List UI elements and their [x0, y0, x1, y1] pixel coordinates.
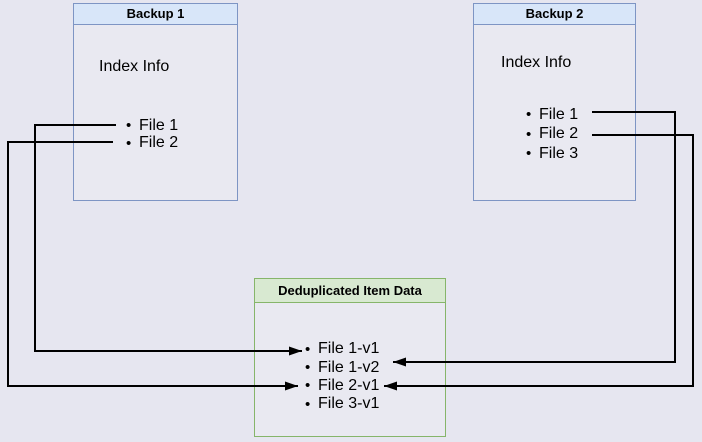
backup-2-index-info-label: Index Info: [501, 54, 572, 71]
bullet-icon: •: [526, 125, 532, 143]
file-label: File 1-v2: [318, 358, 380, 376]
node-backup-2-title: Backup 2: [474, 4, 635, 25]
list-item: • File 2: [126, 134, 179, 153]
backup-1-file-list: • File 1 • File 2: [126, 117, 178, 152]
node-backup-2: Backup 2 Index Info • File 1 • File 2 • …: [473, 3, 636, 201]
bullet-icon: •: [526, 145, 532, 163]
bullet-icon: •: [126, 117, 132, 135]
file-label: File 3-v1: [318, 395, 380, 413]
file-label: File 2-v1: [318, 376, 380, 394]
file-label: File 2: [139, 134, 179, 152]
node-deduplicated-item-data-title: Deduplicated Item Data: [255, 279, 445, 303]
list-item: • File 3-v1: [305, 395, 379, 413]
list-item: • File 2-v1: [305, 377, 379, 395]
file-label: File 3: [539, 144, 579, 162]
bullet-icon: •: [526, 106, 532, 124]
backup-1-index-info-label: Index Info: [99, 58, 170, 75]
backup-2-file-list: • File 1 • File 2 • File 3: [526, 105, 578, 164]
file-label: File 1: [539, 105, 579, 123]
file-label: File 1-v1: [318, 340, 380, 358]
list-item: • File 1: [526, 105, 578, 125]
list-item: • File 2: [526, 125, 578, 145]
node-backup-1: Backup 1 Index Info • File 1 • File 2: [73, 3, 238, 201]
list-item: • File 3: [526, 144, 578, 164]
bullet-icon: •: [305, 377, 311, 395]
dedup-file-list: • File 1-v1 • File 1-v2 • File 2-v1 • Fi…: [305, 340, 379, 414]
list-item: • File 1: [126, 117, 178, 135]
list-item: • File 1-v2: [305, 358, 379, 376]
file-label: File 2: [539, 125, 579, 143]
file-label: File 1: [139, 116, 179, 134]
bullet-icon: •: [305, 340, 311, 358]
list-item: • File 1-v1: [305, 340, 379, 358]
bullet-icon: •: [305, 395, 311, 413]
node-deduplicated-item-data: Deduplicated Item Data • File 1-v1 • Fil…: [254, 278, 446, 437]
node-backup-1-title: Backup 1: [74, 4, 237, 25]
bullet-icon: •: [305, 359, 311, 377]
bullet-icon: •: [126, 134, 132, 152]
